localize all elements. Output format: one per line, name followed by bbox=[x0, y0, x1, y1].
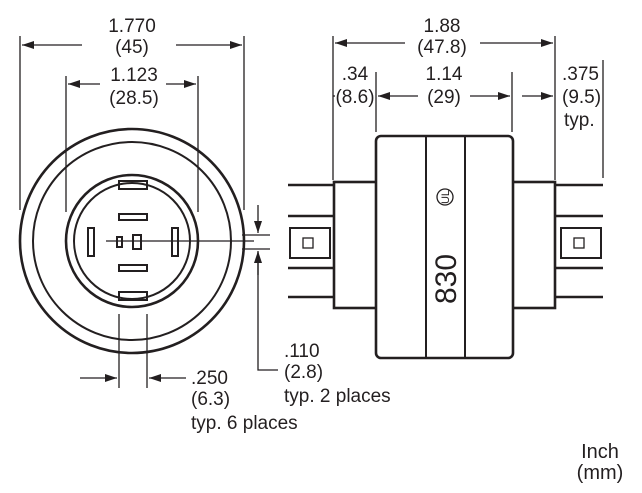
body-length-inch: 1.14 bbox=[426, 64, 463, 85]
pin-thickness-mm: (2.8) bbox=[284, 362, 323, 383]
overall-diameter-inch: 1.770 bbox=[108, 16, 156, 37]
pin-width-inch: .250 bbox=[191, 368, 228, 389]
pin-thickness-inch: .110 bbox=[284, 341, 320, 362]
blade-left-hole bbox=[302, 237, 314, 249]
inner-diameter-mm: (28.5) bbox=[109, 88, 159, 109]
blade-right-hole bbox=[573, 237, 585, 249]
units-legend: Inch (mm) bbox=[577, 441, 624, 484]
pin-top bbox=[118, 180, 148, 190]
dim-thickness-leader-line bbox=[257, 252, 278, 371]
contact-pins bbox=[87, 180, 254, 301]
front-view: 1.770 (45) 1.123 (28.5) .250 (6.3) typ. … bbox=[18, 16, 391, 434]
ul-logo-circle bbox=[436, 188, 454, 206]
flange-offset-mm: (8.6) bbox=[335, 87, 374, 108]
pin-upper bbox=[118, 213, 148, 221]
units-secondary: (mm) bbox=[577, 462, 624, 484]
pin-width-mm: (6.3) bbox=[191, 389, 230, 410]
terminal-length-inch: .375 bbox=[562, 64, 599, 85]
pin-lower bbox=[118, 264, 148, 272]
housing-body bbox=[374, 134, 515, 360]
overall-diameter-mm: (45) bbox=[115, 37, 149, 58]
terminal-length-note: typ. bbox=[564, 110, 595, 131]
ul-logo-text: UL bbox=[440, 190, 452, 204]
flange-offset-inch: .34 bbox=[342, 64, 369, 85]
blade-left-tab bbox=[289, 227, 331, 259]
terminal-length-mm: (9.5) bbox=[562, 87, 601, 108]
pin-bottom bbox=[118, 291, 148, 301]
terminal-blades bbox=[288, 183, 603, 299]
pin-thickness-note: typ. 2 places bbox=[284, 386, 391, 407]
overall-length-mm: (47.8) bbox=[417, 37, 467, 58]
flange-left bbox=[332, 180, 380, 310]
side-view: UL 830 1.88 (47.8) .34 (8.6) 1.14 (29) .… bbox=[288, 16, 604, 360]
pin-right bbox=[171, 227, 179, 257]
pin-left bbox=[87, 227, 95, 257]
overall-length-inch: 1.88 bbox=[424, 16, 461, 37]
ul-logo: UL bbox=[436, 188, 454, 206]
blade-right-tab bbox=[560, 227, 602, 259]
pin-width-note: typ. 6 places bbox=[191, 413, 298, 434]
body-length-mm: (29) bbox=[427, 87, 461, 108]
pin-center-right bbox=[132, 234, 142, 250]
units-primary: Inch bbox=[581, 441, 619, 463]
inner-diameter-inch: 1.123 bbox=[110, 65, 158, 86]
flange-right bbox=[509, 180, 557, 310]
part-number: 830 bbox=[430, 254, 463, 304]
pin-center-left bbox=[116, 236, 123, 248]
